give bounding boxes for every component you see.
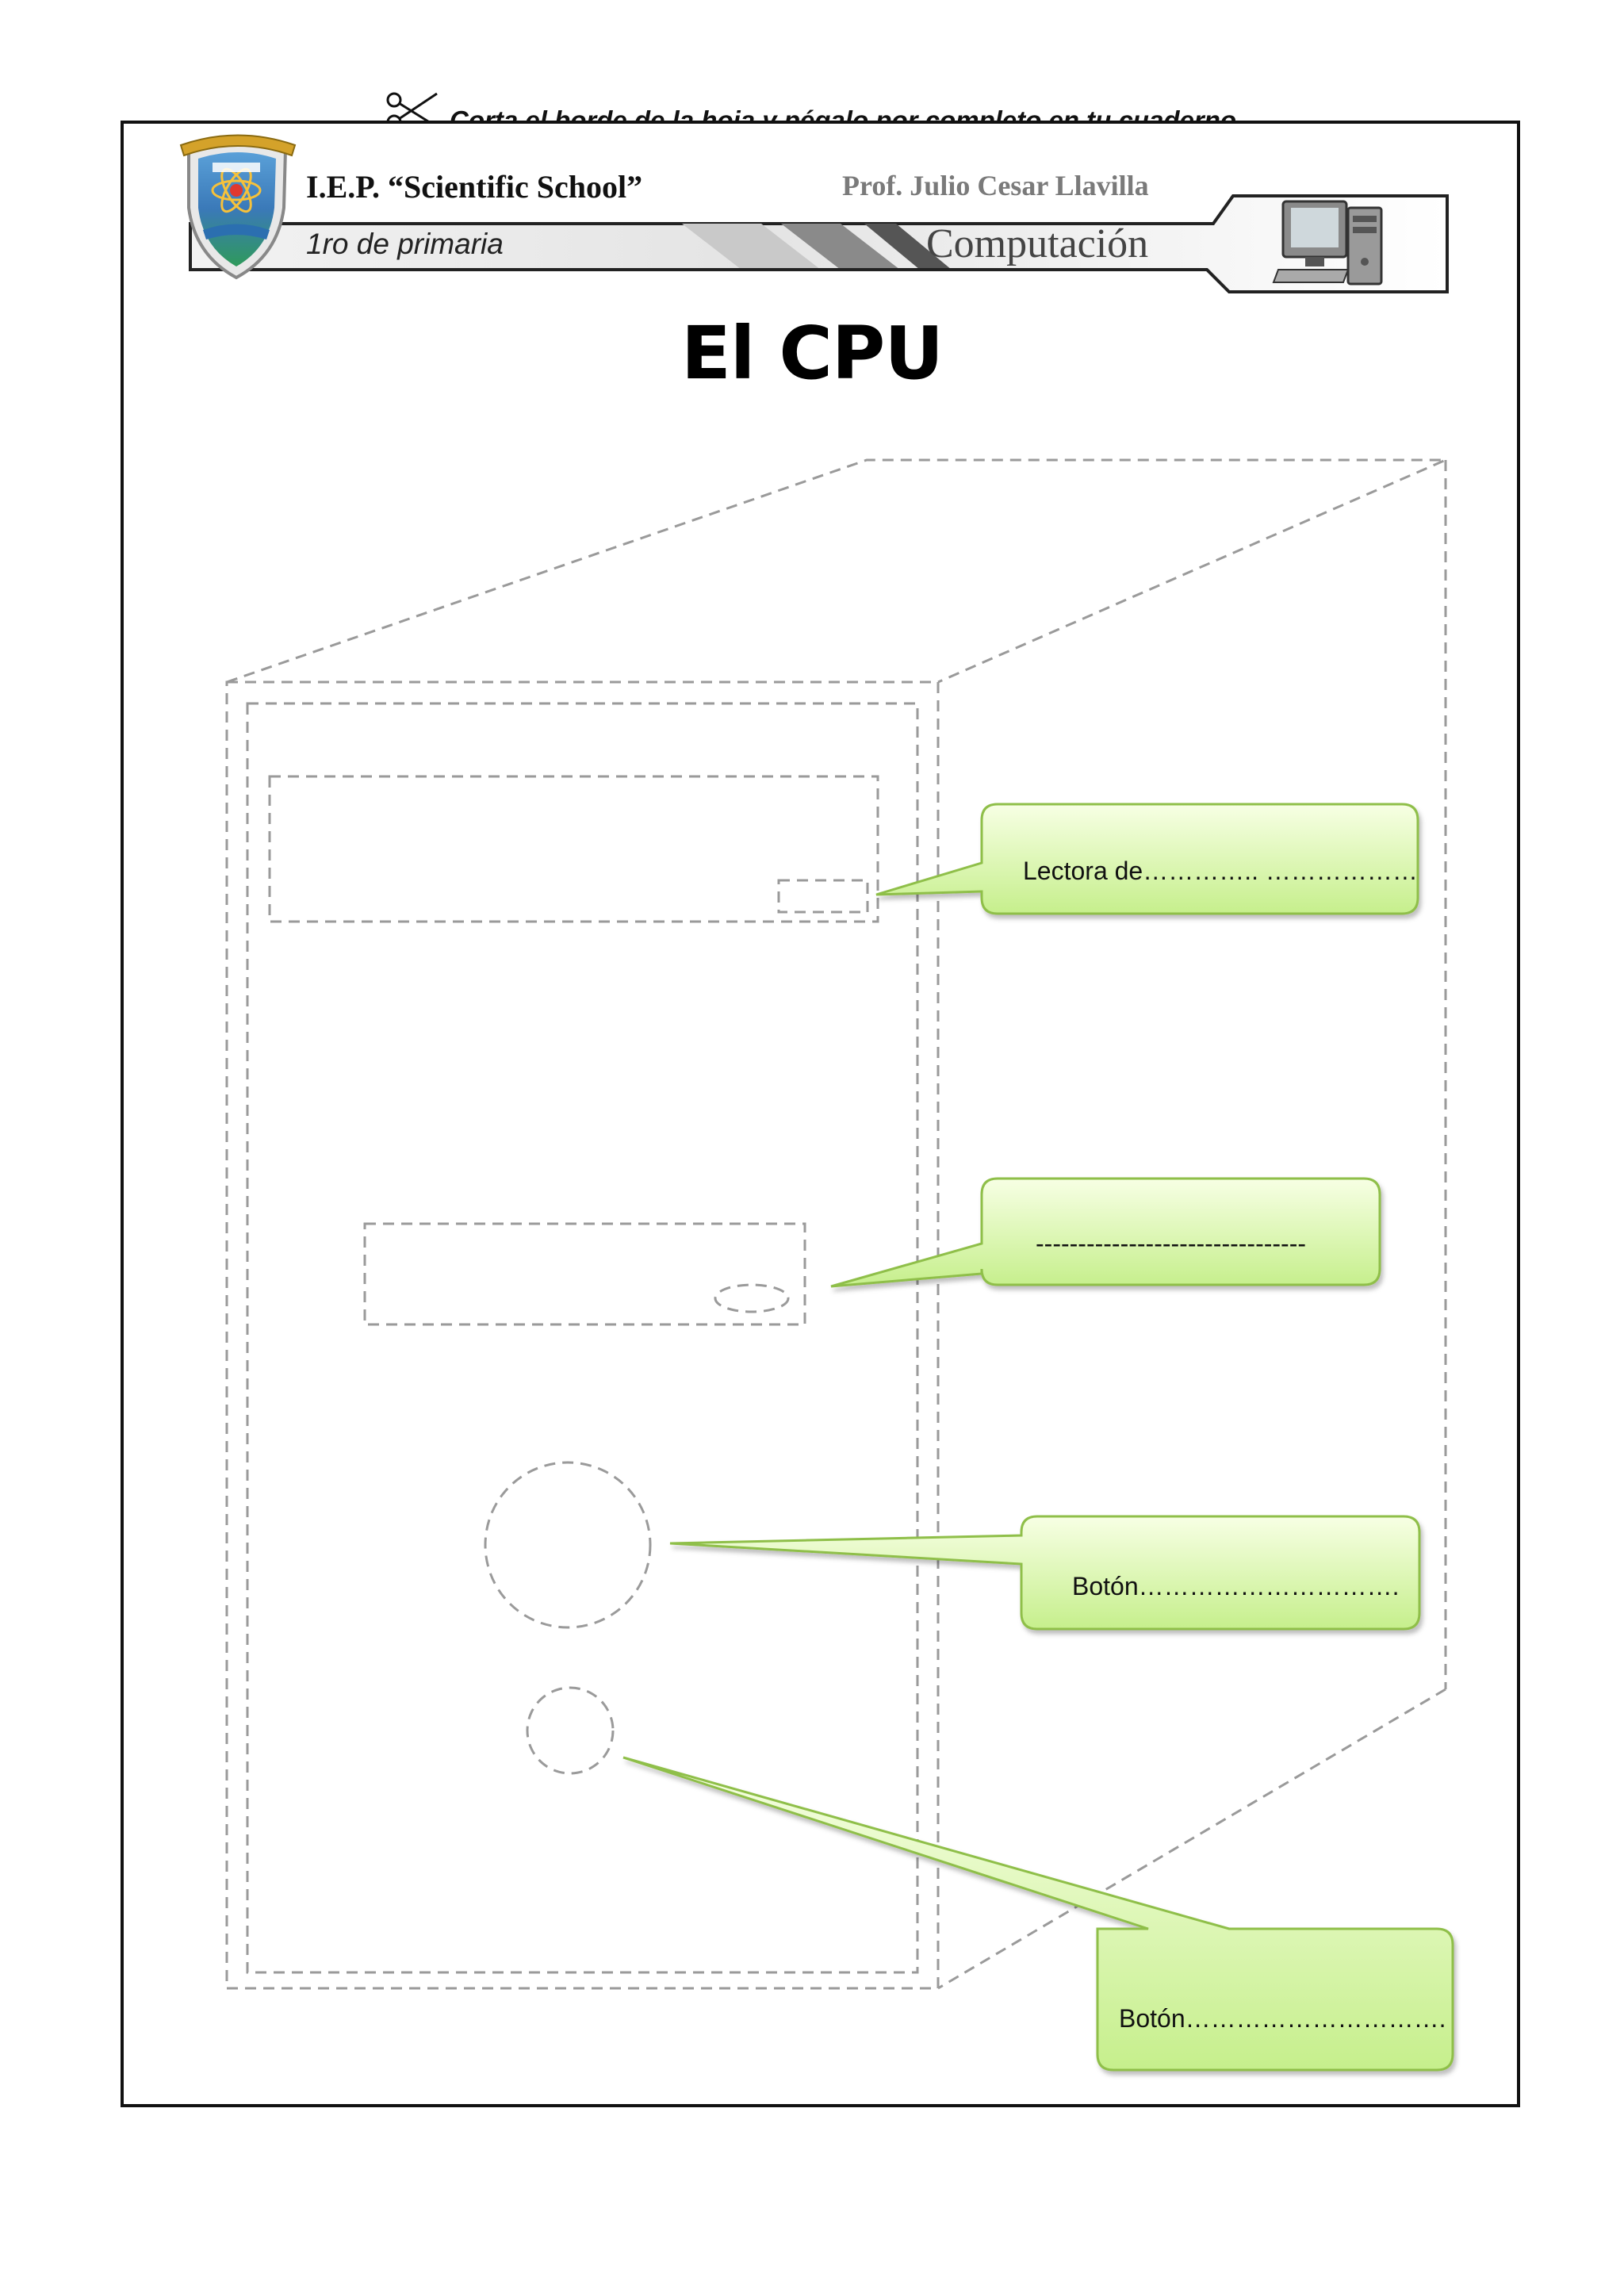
school-crest-logo — [179, 134, 297, 280]
school-name: I.E.P. “Scientific School” — [306, 169, 643, 205]
reset-button — [526, 1686, 615, 1775]
callout-label-floppy-drive: -------------------------------- — [1036, 1229, 1306, 1258]
floppy-drive-bay — [363, 1222, 806, 1326]
callout-power-button — [669, 1515, 1421, 1631]
header-band — [189, 194, 1449, 293]
page-title: El CPU — [680, 311, 944, 396]
cpu-front-face — [225, 680, 940, 1990]
callout-optical-drive — [875, 803, 1419, 915]
callout-label-optical-drive: Lectora de………….. ……………… — [1023, 857, 1418, 885]
optical-drive-eject-button — [777, 879, 869, 914]
computer-icon — [1272, 200, 1383, 286]
cpu-outline-drawing — [225, 458, 1447, 1990]
callout-reset-button — [622, 1756, 1454, 2072]
floppy-drive-slot — [714, 1283, 790, 1313]
cpu-bottom-side-edge — [937, 1688, 1446, 1990]
callout-label-power-button: Botón…………………………. — [1072, 1572, 1400, 1600]
grade-label: 1ro de primaria — [306, 228, 504, 260]
subject-label: Computación — [926, 221, 1149, 266]
callout-label-reset-button: Botón…………………………. — [1119, 2004, 1446, 2033]
worksheet-border — [121, 121, 1520, 2107]
cpu-top-edge — [226, 458, 1446, 684]
cpu-front-inner-face — [246, 702, 919, 1974]
callout-floppy-drive — [830, 1177, 1381, 1288]
power-button — [484, 1461, 652, 1629]
optical-drive-bay — [268, 775, 879, 923]
teacher-name: Prof. Julio Cesar Llavilla — [842, 170, 1149, 201]
